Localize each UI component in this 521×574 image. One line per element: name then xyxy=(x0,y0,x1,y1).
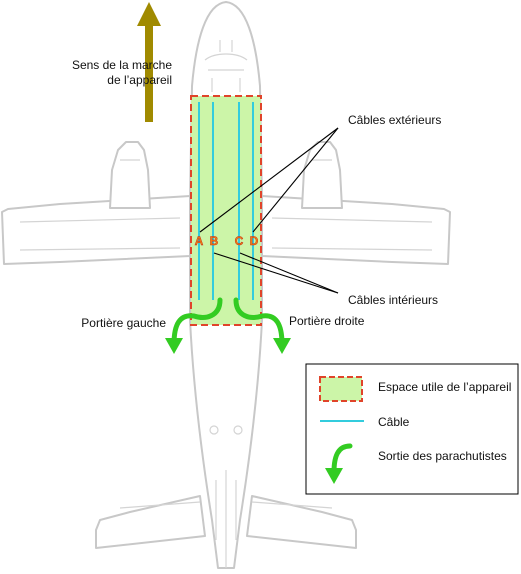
cables xyxy=(198,102,254,300)
usable-space-area xyxy=(190,95,262,326)
direction-arrow xyxy=(137,2,161,122)
right-door-label: Portière droite xyxy=(289,314,365,328)
right-exit-arrow xyxy=(233,297,285,347)
leader-lines xyxy=(199,127,339,294)
legend-cable-label: Câble xyxy=(378,415,410,429)
left-door-label: Portière gauche xyxy=(81,316,166,330)
interior-cables-label: Câbles intérieurs xyxy=(348,293,438,307)
legend-usable-space-swatch xyxy=(319,376,363,402)
legend-exit-arrowhead xyxy=(325,468,343,484)
horizontal-tail xyxy=(95,495,357,549)
legend-usable-space-label: Espace utile de l’appareil xyxy=(378,380,511,394)
exterior-cables-label: Câbles extérieurs xyxy=(348,113,441,127)
cable-letter-a: A xyxy=(195,234,204,248)
fuselage-details xyxy=(19,40,433,568)
legend: Espace utile de l’appareil Câble Sortie … xyxy=(305,363,519,495)
cable-letters: A B C D xyxy=(194,234,259,248)
wings xyxy=(1,195,451,265)
cable-letter-d: D xyxy=(250,234,259,248)
left-exit-arrowhead xyxy=(165,338,183,354)
cable-letter-c: C xyxy=(235,234,244,248)
cable-letter-b: B xyxy=(210,234,219,248)
left-exit-arrow xyxy=(171,297,223,347)
right-engine-nacelle xyxy=(301,141,343,209)
left-engine-nacelle xyxy=(109,141,151,209)
legend-exit-label: Sortie des parachutistes xyxy=(378,449,507,463)
direction-label-line1: Sens de la marche xyxy=(72,58,172,72)
exit-arrows xyxy=(171,297,285,347)
right-exit-arrowhead xyxy=(273,338,291,354)
direction-label-line2: de l’appareil xyxy=(107,73,172,87)
